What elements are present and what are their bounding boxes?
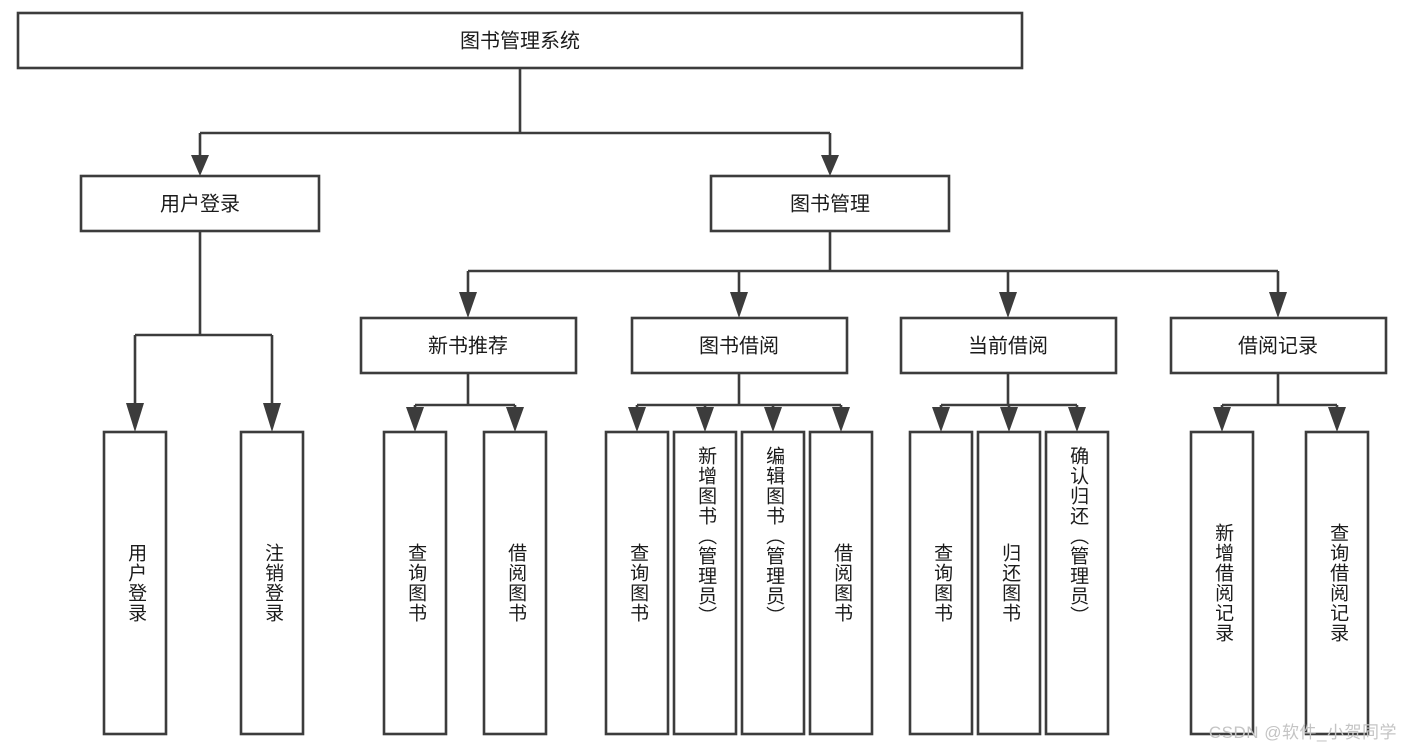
node-book-borrow[interactable] [630,316,849,375]
arrow-leaf-bb-borrow [832,407,850,432]
node-new-book-recommend[interactable] [359,316,578,375]
node-leaf-user-login[interactable] [102,430,168,736]
node-current-borrow[interactable] [899,316,1118,375]
node-leaf-nbr-borrow-book[interactable] [482,430,548,736]
node-leaf-bb-edit-book[interactable] [740,430,806,736]
arrow-leaf-bb-query [628,407,646,432]
label-book-management: 图书管理 [790,192,870,215]
arrow-to-book-mgmt [821,155,839,176]
arrow-leaf-bb-add [696,407,714,432]
arrow-leaf-br-add [1213,407,1231,432]
arrow-leaf-br-query [1328,407,1346,432]
node-leaf-cb-query-book[interactable] [908,430,974,736]
label-book-borrow: 图书借阅 [699,334,779,357]
arrow-to-borrow-record [1269,292,1287,318]
node-root[interactable] [16,11,1024,70]
label-current-borrow: 当前借阅 [968,334,1048,357]
arrow-to-new-book-rec [459,292,477,318]
label-root: 图书管理系统 [460,29,580,52]
node-leaf-nbr-query-book[interactable] [382,430,448,736]
node-user-login[interactable] [79,174,321,233]
arrow-leaf-user-login [126,403,144,432]
node-leaf-bb-query-book[interactable] [604,430,670,736]
label-group: 图书管理系统 用户登录 图书管理 新书推荐 图书借阅 当前借阅 借阅记录 [160,29,1318,357]
arrow-leaf-cb-return [1000,407,1018,432]
node-group [16,11,1388,736]
label-user-login: 用户登录 [160,192,240,215]
arrow-to-user-login [191,155,209,176]
node-leaf-bb-add-book[interactable] [672,430,738,736]
label-borrow-record: 借阅记录 [1238,334,1318,357]
arrow-leaf-nbr-query [406,407,424,432]
node-leaf-bb-borrow-book[interactable] [808,430,874,736]
arrow-leaf-logout [263,403,281,432]
node-leaf-br-add-record[interactable] [1189,430,1255,736]
arrow-leaf-cb-confirm [1068,407,1086,432]
arrow-leaf-bb-edit [764,407,782,432]
node-leaf-logout[interactable] [239,430,305,736]
label-new-book-recommend: 新书推荐 [428,334,508,357]
node-leaf-br-query-record[interactable] [1304,430,1370,736]
arrow-to-book-borrow [730,292,748,318]
node-leaf-cb-confirm-return[interactable] [1044,430,1110,736]
watermark-text: CSDN @软件_小贺同学 [1208,723,1397,742]
arrow-leaf-cb-query [932,407,950,432]
node-leaf-cb-return-book[interactable] [976,430,1042,736]
node-book-management[interactable] [709,174,951,233]
arrow-leaf-nbr-borrow [506,407,524,432]
arrow-to-current-borrow [999,292,1017,318]
connector-group [126,68,1346,432]
node-borrow-record[interactable] [1169,316,1388,375]
